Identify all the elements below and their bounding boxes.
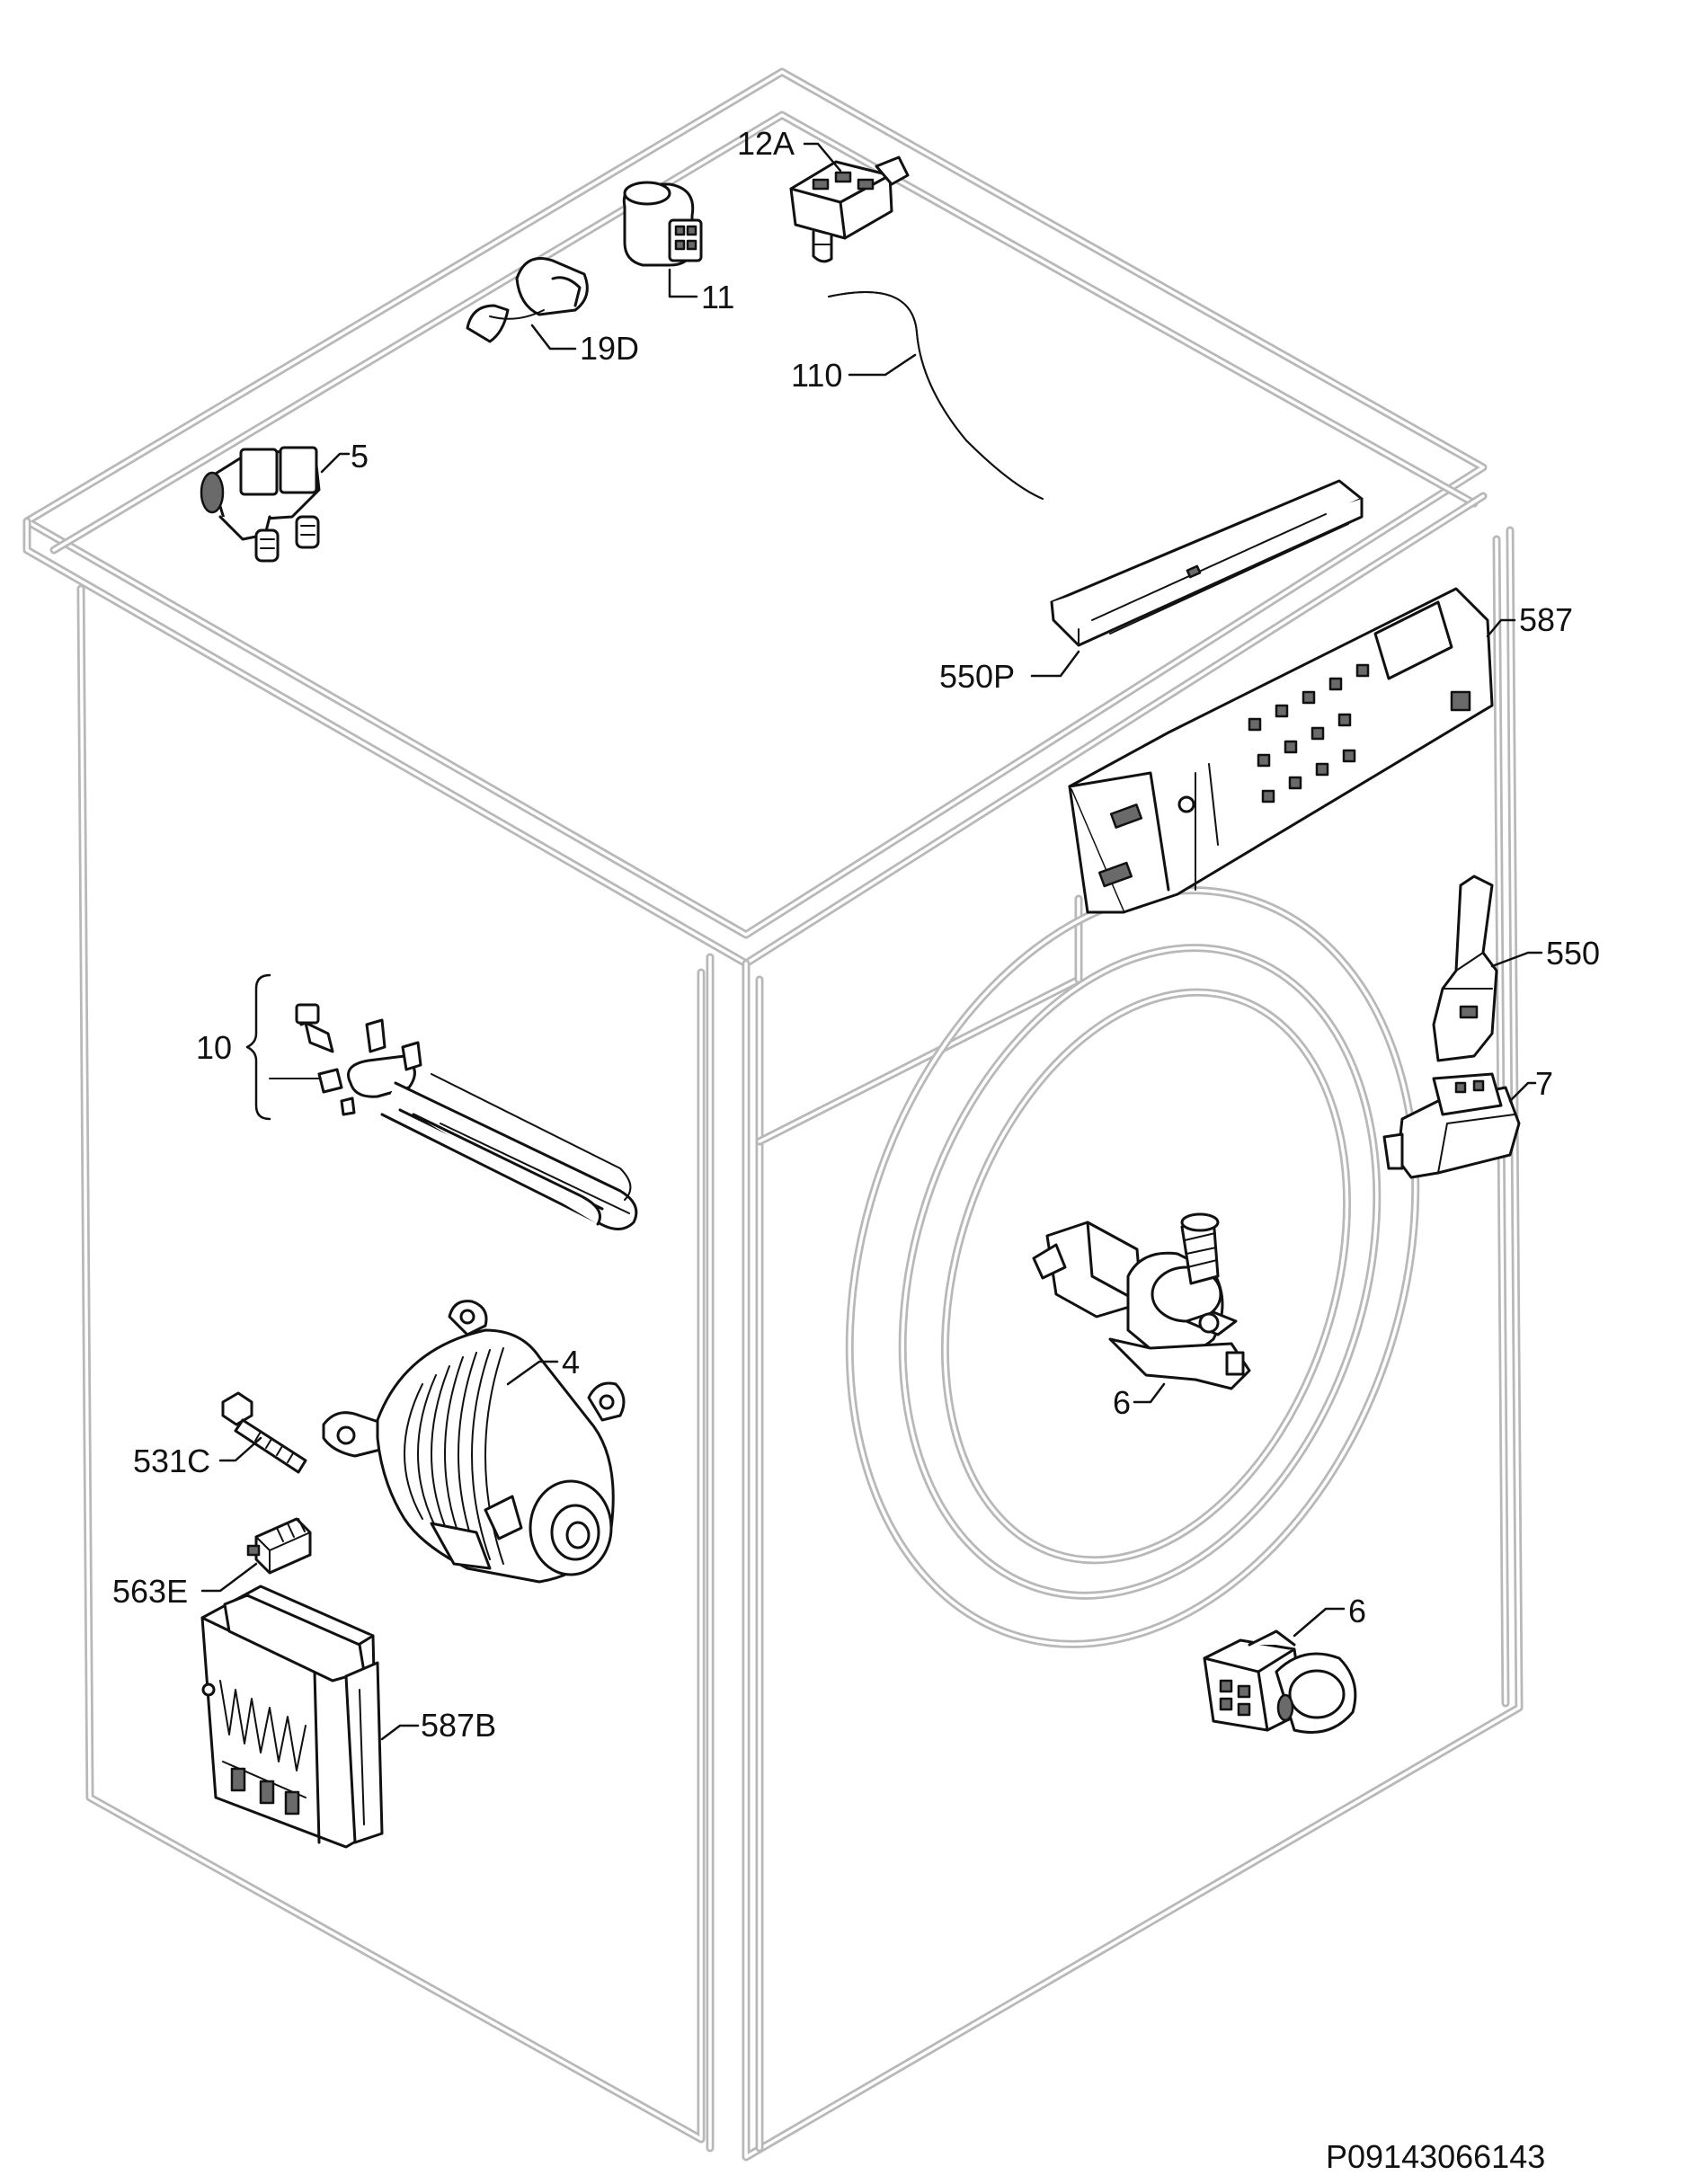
label-4: 4	[562, 1344, 580, 1381]
label-110: 110	[791, 357, 842, 394]
electronic-module-part	[200, 1585, 384, 1849]
drain-pump-lower-part	[1203, 1629, 1357, 1734]
reference-code: P09143066143	[1326, 2138, 1545, 2175]
leader-550	[1490, 951, 1543, 968]
leader-6a	[1133, 1382, 1166, 1404]
label-550p: 550P	[939, 658, 1015, 695]
electronic-board-part	[1068, 587, 1494, 914]
leader-587b	[380, 1724, 420, 1741]
pressure-hose-part	[828, 291, 1044, 500]
connector-part	[246, 1517, 312, 1575]
heating-element-part	[269, 1003, 638, 1230]
leader-4	[506, 1360, 559, 1386]
leader-7	[1508, 1081, 1537, 1103]
label-10: 10	[196, 1029, 232, 1066]
pressure-switch-part	[789, 155, 910, 263]
label-550: 550	[1546, 935, 1600, 972]
leader-6b	[1293, 1607, 1346, 1638]
label-6b: 6	[1348, 1593, 1366, 1629]
label-5: 5	[351, 438, 369, 475]
leader-19d	[530, 324, 577, 351]
door-lock-part	[1382, 1072, 1521, 1179]
label-587: 587	[1519, 601, 1573, 638]
leader-531c	[218, 1436, 262, 1462]
leader-5	[320, 452, 351, 474]
drain-pump-centre-part	[1032, 1212, 1251, 1390]
leader-587	[1486, 618, 1516, 638]
motor-part	[322, 1300, 626, 1584]
label-587b: 587B	[421, 1707, 496, 1744]
label-7: 7	[1535, 1065, 1553, 1102]
leader-550p	[1030, 650, 1080, 678]
bolt-part	[221, 1391, 307, 1474]
cabinet-outline	[22, 67, 1524, 2162]
panel-cover-part	[1050, 479, 1364, 647]
leader-12a	[803, 142, 842, 173]
label-19d: 19D	[580, 330, 639, 367]
leader-11	[668, 268, 698, 298]
inlet-valve-part	[200, 446, 321, 563]
suppressor-part	[622, 181, 703, 267]
bracket-10	[245, 973, 271, 1121]
cable-clip-part	[466, 257, 589, 343]
label-531c: 531C	[133, 1443, 210, 1479]
label-563e: 563E	[112, 1573, 188, 1610]
leader-110	[848, 353, 917, 377]
label-12a: 12A	[737, 125, 795, 162]
label-6a: 6	[1113, 1384, 1131, 1421]
door-handle-part	[1432, 874, 1498, 1062]
leader-563e	[200, 1562, 258, 1593]
label-11: 11	[701, 279, 734, 315]
